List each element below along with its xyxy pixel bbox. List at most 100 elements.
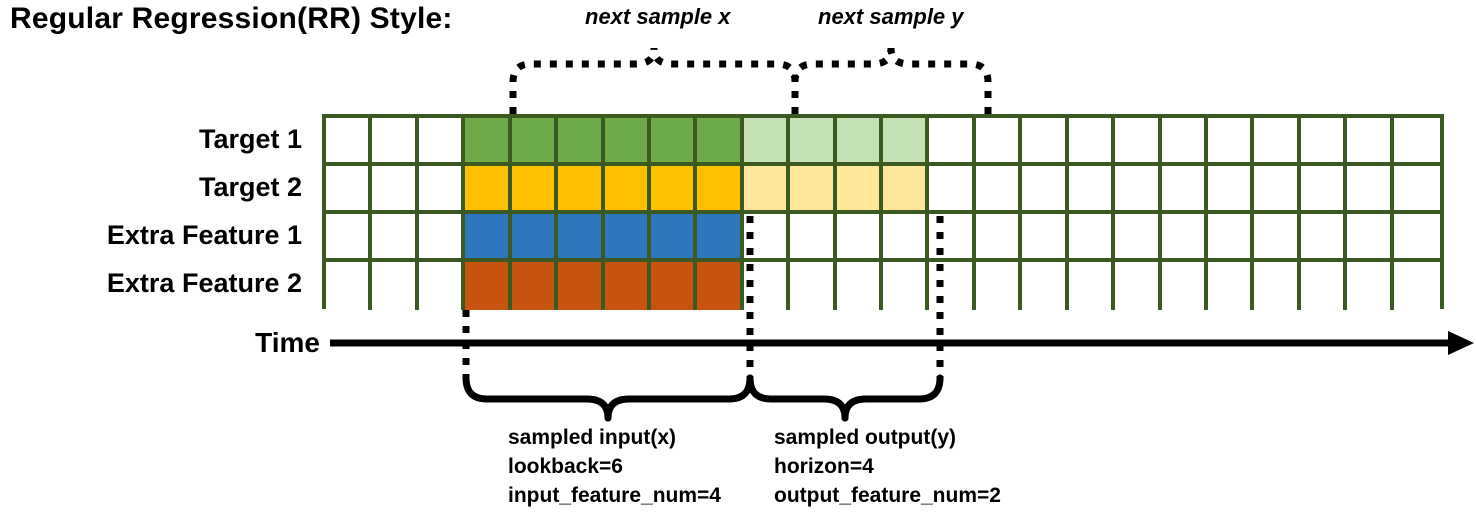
grid-cell [326, 166, 373, 214]
grid-cell [1068, 166, 1116, 214]
grid-cell [1022, 118, 1069, 166]
next-sample-x-label: next sample x [585, 4, 731, 29]
grid-cell [929, 214, 976, 262]
grid-cell [465, 166, 512, 214]
grid-cell [1300, 214, 1348, 262]
grid-cell [1208, 262, 1255, 310]
grid-cell [1393, 166, 1441, 214]
grid-cell [418, 262, 466, 310]
grid-cell [372, 214, 419, 262]
grid-cell [418, 166, 466, 214]
grid-cell [929, 262, 976, 310]
grid-cell [975, 214, 1023, 262]
grid-cell [558, 262, 605, 310]
grid-cell [1161, 262, 1209, 310]
grid-cell [1300, 166, 1348, 214]
row-label-extra-feature-2: Extra Feature 2 [106, 268, 302, 298]
timeline-grid [322, 114, 1444, 310]
grid-cell [1393, 214, 1441, 262]
grid-cell [1208, 214, 1255, 262]
grid-cell [975, 118, 1023, 166]
grid-cell [883, 166, 930, 214]
grid-row-extra-feature-1 [326, 214, 1441, 262]
grid-cell [511, 214, 559, 262]
grid-cell [1393, 118, 1441, 166]
row-label-target-1: Target 1 [198, 124, 302, 154]
grid-cell [929, 118, 976, 166]
row-label-target-2: Target 2 [198, 172, 302, 202]
grid-cell [1161, 166, 1209, 214]
grid-cell [1254, 214, 1301, 262]
grid-cell [604, 262, 651, 310]
grid-cell [1115, 262, 1162, 310]
grid-cell [1068, 214, 1116, 262]
row-label-column: Target 1 Target 2 Extra Feature 1 Extra … [0, 115, 316, 307]
grid-cell [1347, 214, 1394, 262]
grid-cell [975, 166, 1023, 214]
sampled-input-lookback: lookback=6 [508, 455, 623, 478]
grid-cell [1254, 262, 1301, 310]
grid-cell [975, 262, 1023, 310]
grid-cell [743, 118, 791, 166]
grid-cell [1022, 166, 1069, 214]
grid-cell [1300, 262, 1348, 310]
grid-cell [418, 118, 466, 166]
grid-cell [326, 214, 373, 262]
grid-cell [743, 214, 791, 262]
grid-row-target-1 [326, 118, 1441, 166]
grid-cell [1208, 166, 1255, 214]
grid-cell [558, 166, 605, 214]
grid-row-extra-feature-2 [326, 262, 1441, 310]
grid-cell [790, 214, 837, 262]
grid-cell [697, 214, 744, 262]
grid-cell [743, 166, 791, 214]
grid-cell [1254, 166, 1301, 214]
grid-cell [697, 118, 744, 166]
grid-cell [929, 166, 976, 214]
sampled-input-title: sampled input(x) [508, 426, 677, 449]
grid-cell [836, 118, 884, 166]
grid-cell [790, 262, 837, 310]
grid-cell [650, 214, 698, 262]
sampled-output-title: sampled output(y) [774, 426, 956, 449]
sampled-output-horizon: horizon=4 [774, 455, 874, 478]
grid-cell [697, 166, 744, 214]
row-label-extra-feature-1: Extra Feature 1 [106, 220, 302, 250]
next-sample-y-label: next sample y [818, 4, 964, 29]
sampled-input-feature-num: input_feature_num=4 [508, 484, 721, 507]
grid-cell [604, 118, 651, 166]
grid-cell [511, 262, 559, 310]
grid-cell [418, 214, 466, 262]
grid-cell [1347, 118, 1394, 166]
grid-cell [1115, 118, 1162, 166]
top-brace-next-sample-x [509, 47, 799, 114]
grid-cell [697, 262, 744, 310]
grid-cell [326, 118, 373, 166]
grid-cell [604, 166, 651, 214]
grid-cell [650, 118, 698, 166]
grid-cell [790, 166, 837, 214]
grid-cell [372, 262, 419, 310]
grid-cell [326, 262, 373, 310]
grid-cell [650, 166, 698, 214]
grid-cell [465, 118, 512, 166]
grid-cell [1068, 118, 1116, 166]
grid-cell [465, 262, 512, 310]
time-axis-arrow [330, 331, 1474, 355]
grid-cell [1347, 166, 1394, 214]
top-brace-next-sample-y [791, 47, 992, 114]
grid-cell [836, 166, 884, 214]
sampled-input-annotation: sampled input(x) lookback=6 input_featur… [508, 423, 721, 510]
grid-cell [1068, 262, 1116, 310]
grid-cell [883, 262, 930, 310]
grid-cell [1115, 166, 1162, 214]
grid-cell [465, 214, 512, 262]
grid-cell [883, 214, 930, 262]
bottom-brace-sampled-output [746, 374, 944, 422]
grid-cell [743, 262, 791, 310]
grid-row-target-2 [326, 166, 1441, 214]
grid-cell [511, 166, 559, 214]
grid-cell [790, 118, 837, 166]
grid-cell [1115, 214, 1162, 262]
time-axis-label: Time [255, 327, 320, 358]
